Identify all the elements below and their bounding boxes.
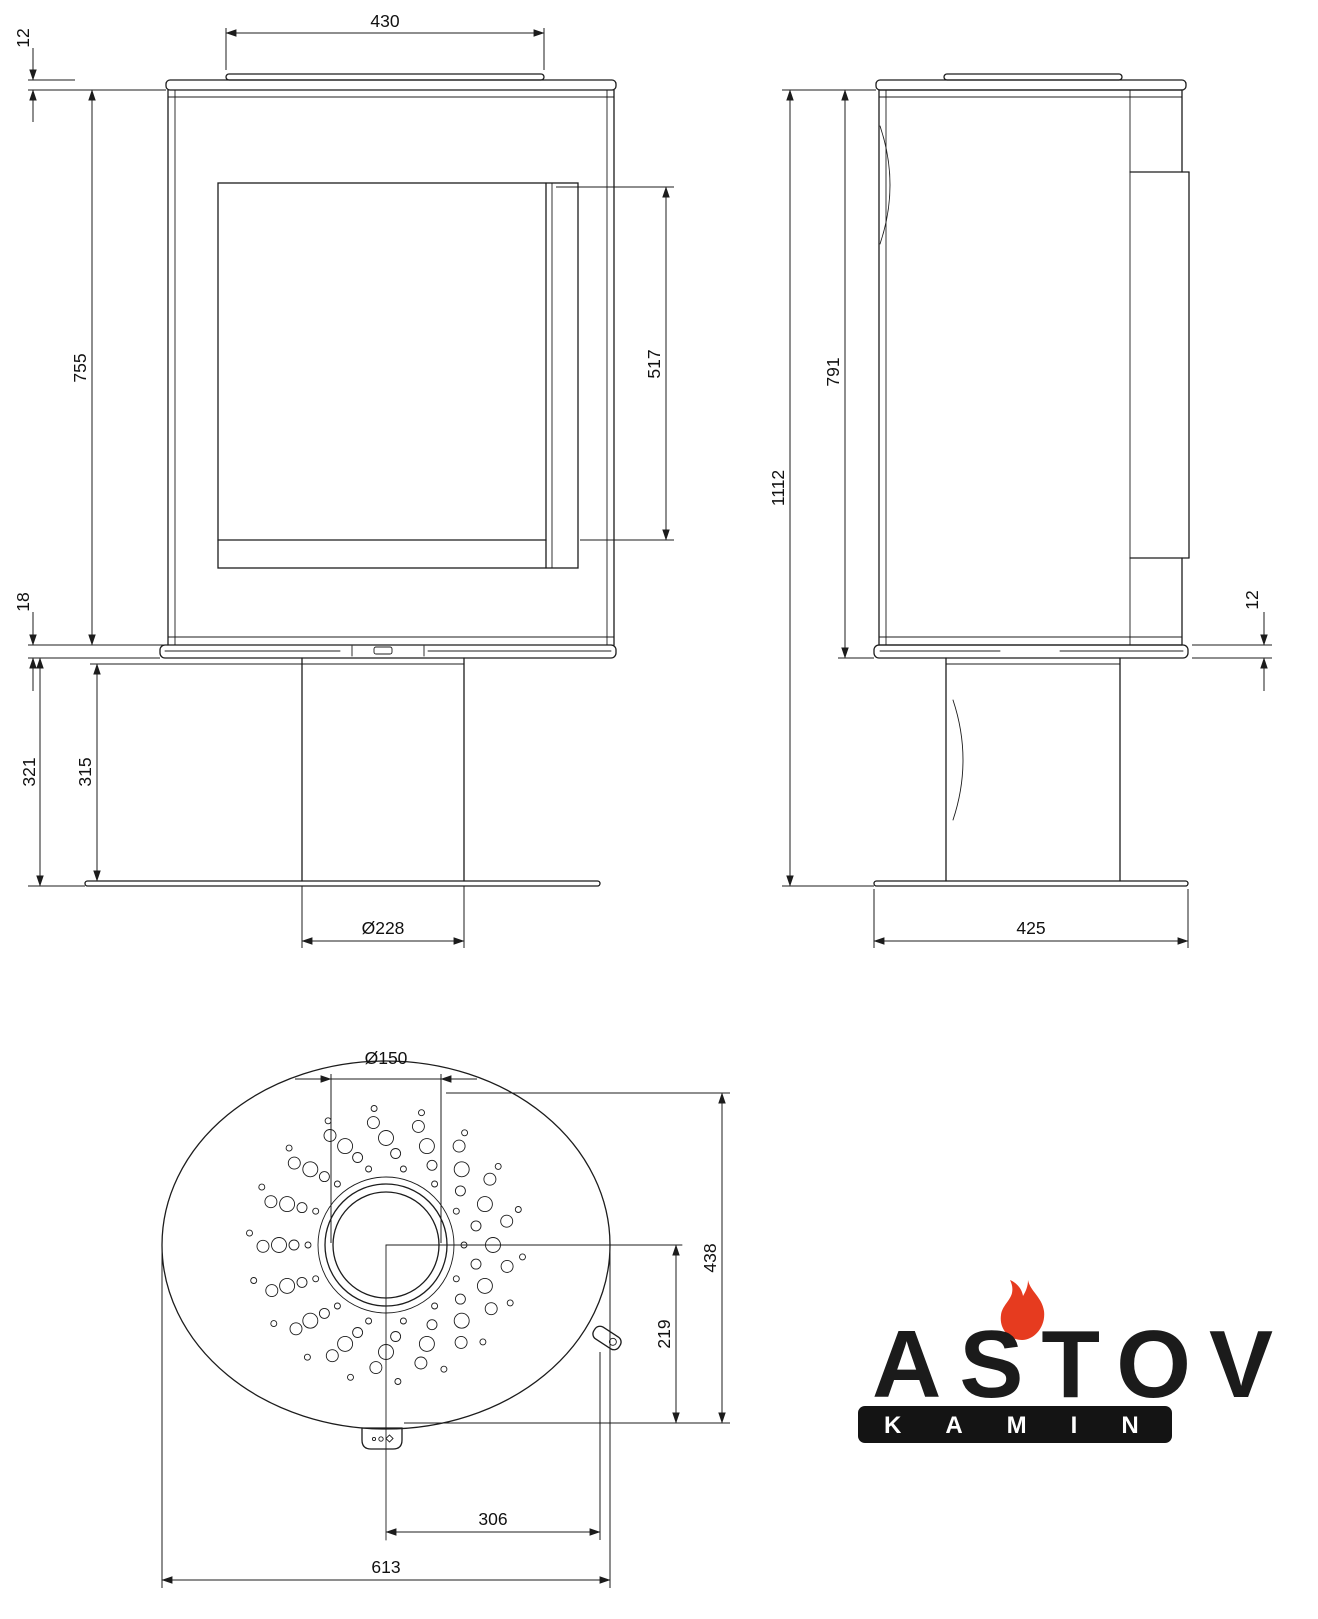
side-stove-outline	[873, 73, 1190, 887]
dim-label-front-base-inner: 315	[75, 757, 95, 786]
dim-top-flue-diameter: Ø150	[295, 1048, 477, 1243]
dim-label-side-total-height: 1112	[768, 470, 788, 506]
dim-label-top-handle-offset: 306	[478, 1509, 507, 1529]
dim-label-top-oval-width: 613	[371, 1557, 400, 1577]
front-stove-outline	[84, 73, 617, 887]
brand-logo: ASTOV KAMIN	[858, 1280, 1291, 1443]
perforation-pattern	[246, 1105, 526, 1385]
dim-label-front-body-height: 755	[70, 353, 90, 382]
dim-label-side-depth: 425	[1016, 918, 1045, 938]
dim-front-top-width: 430	[225, 11, 545, 70]
dim-label-top-flue-offset: 219	[654, 1319, 674, 1348]
side-view: 1112 791 12 425	[768, 73, 1272, 948]
dim-label-front-base-outer: 321	[19, 757, 39, 786]
front-view: 430 12 755 517 18	[13, 11, 674, 948]
dim-top-flue-offset: 219	[654, 1244, 680, 1424]
brand-name-text: ASTOV	[872, 1311, 1291, 1418]
dim-front-pedestal-diameter: Ø228	[301, 886, 465, 948]
dim-front-glass-height: 517	[556, 186, 674, 541]
damper-lever	[361, 1427, 403, 1450]
dim-label-front-top-width: 430	[370, 11, 399, 31]
dim-front-body-height: 755	[28, 89, 166, 646]
top-stove-outline	[161, 1060, 683, 1541]
dim-top-handle-offset: 306	[385, 1352, 601, 1540]
dim-front-top-plate: 12	[13, 28, 166, 122]
dim-front-base-inner: 315	[75, 663, 302, 882]
dim-label-top-flue-diameter: Ø150	[365, 1048, 408, 1068]
dim-label-side-body-height: 791	[823, 357, 843, 386]
dim-front-bottom-plate: 18	[13, 592, 160, 691]
dim-side-body-height: 791	[823, 89, 874, 659]
dim-label-top-oval-depth: 438	[700, 1243, 720, 1272]
dim-side-total-height: 1112	[768, 89, 876, 887]
top-view: Ø150 438 219 306 613	[161, 1048, 730, 1588]
flame-icon	[1000, 1280, 1045, 1340]
subbrand-text: KAMIN	[884, 1412, 1183, 1439]
dim-label-front-top-plate: 12	[13, 28, 33, 47]
dim-front-base-outer: 321	[19, 657, 85, 887]
dim-side-depth: 425	[873, 889, 1189, 948]
door-handle	[592, 1325, 622, 1351]
dim-side-plate-thickness: 12	[1192, 590, 1272, 691]
dim-label-front-pedestal-diameter: Ø228	[362, 918, 405, 938]
dim-top-oval-width: 613	[161, 1248, 611, 1588]
dim-label-front-glass-height: 517	[644, 349, 664, 378]
subbrand-bar	[858, 1406, 1172, 1443]
dim-label-front-bottom-plate: 18	[13, 592, 33, 611]
dim-label-side-plate-thickness: 12	[1242, 590, 1262, 609]
